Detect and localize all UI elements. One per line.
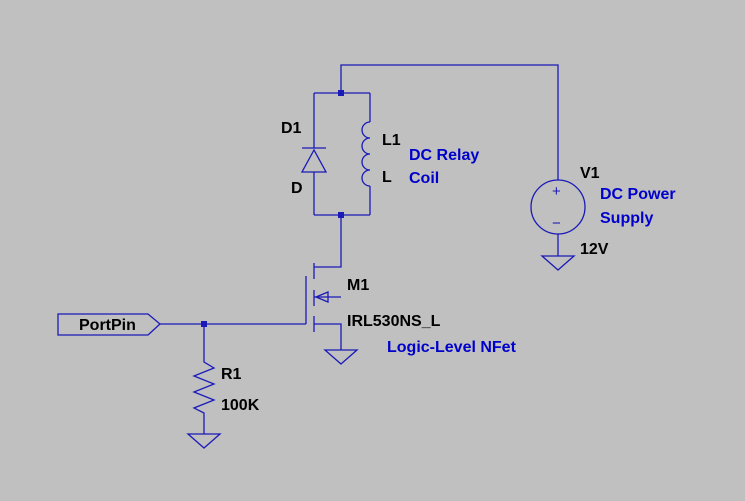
relay-comment-line2: Coil (409, 170, 439, 187)
l1-value-label: L (382, 169, 392, 186)
ground-r1-icon (186, 433, 222, 449)
source-plus: + (552, 183, 561, 200)
r1-ref-label: R1 (221, 366, 242, 383)
wire-drain[interactable] (314, 215, 342, 268)
port-pin-label: PortPin (79, 317, 136, 334)
wire-supply-top[interactable] (340, 64, 559, 180)
coil-windings (361, 121, 371, 187)
resistor-zigzag (192, 355, 216, 434)
diode-triangle (300, 148, 328, 173)
inductor-l1[interactable] (361, 121, 371, 187)
wires (160, 64, 559, 355)
diode-d1[interactable] (300, 147, 328, 173)
mosfet-source-line (314, 323, 342, 350)
r1-value-label: 100K (221, 397, 260, 414)
d1-ref-label: D1 (281, 120, 302, 137)
port-pin[interactable]: PortPin (57, 313, 161, 336)
ground-m1-icon (323, 349, 359, 365)
v1-ref-label: V1 (580, 165, 600, 182)
junction-gate (201, 321, 207, 327)
d1-value-label: D (291, 180, 303, 197)
ground-v1-icon (540, 255, 576, 271)
mosfet-arrow-icon (314, 291, 329, 303)
m1-value-label: IRL530NS_L (347, 313, 441, 330)
mosfet-m1[interactable] (305, 263, 342, 350)
l1-ref-label: L1 (382, 132, 401, 149)
resistor-r1[interactable] (192, 355, 216, 434)
v1-value-label: 12V (580, 241, 609, 258)
supply-comment-line1: DC Power (600, 186, 676, 203)
source-minus: − (552, 215, 561, 232)
relay-comment-line1: DC Relay (409, 147, 479, 164)
nfet-comment: Logic-Level NFet (387, 339, 517, 356)
junction-bottom (338, 212, 344, 218)
port-pin-outline (57, 313, 161, 336)
junction-top (338, 90, 344, 96)
m1-ref-label: M1 (347, 277, 369, 294)
voltage-source-v1[interactable]: + − (530, 179, 586, 256)
supply-comment-line2: Supply (600, 210, 653, 227)
